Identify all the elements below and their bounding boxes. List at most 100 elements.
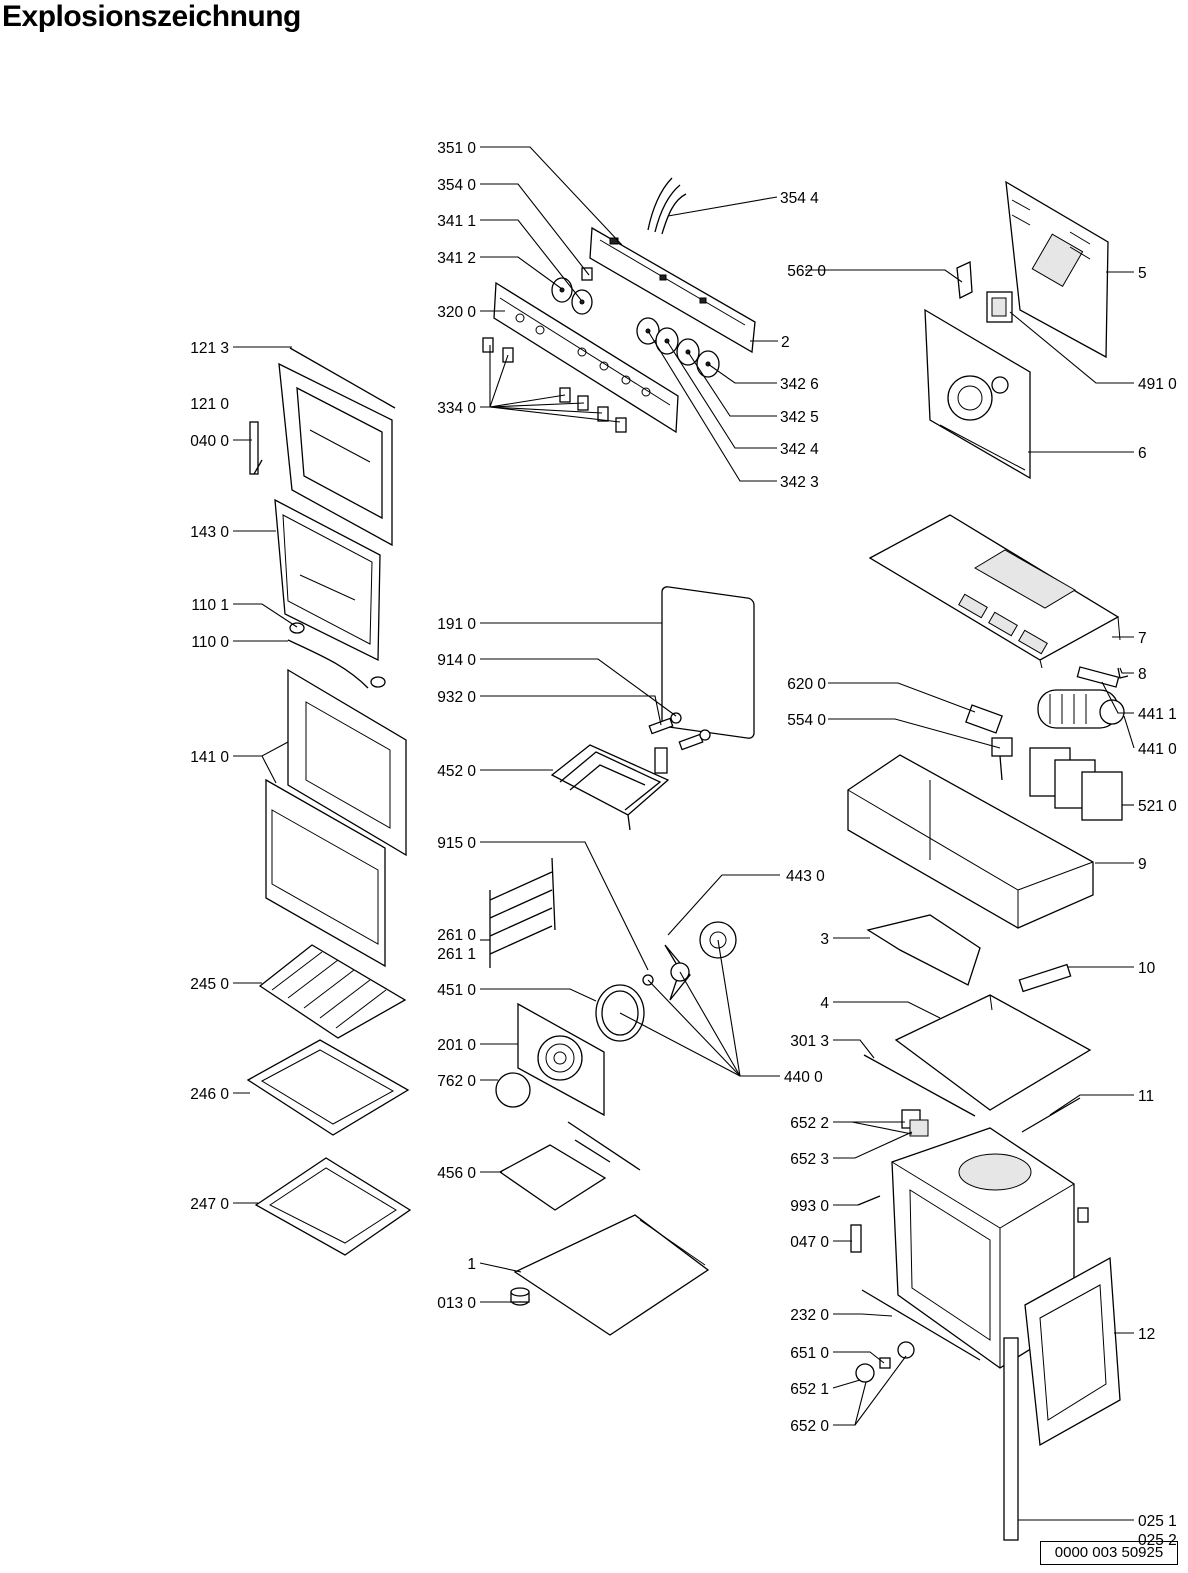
callout-8: 8 <box>1138 666 1147 683</box>
callout-4910: 491 0 <box>1138 376 1177 393</box>
callout-3540: 354 0 <box>437 177 476 194</box>
callout-9320: 932 0 <box>437 689 476 706</box>
callout-4411: 441 1 <box>1138 706 1177 723</box>
part-lamp <box>901 1109 929 1137</box>
callout-6: 6 <box>1138 445 1147 462</box>
part-bracket <box>956 261 1013 323</box>
callout-2470: 247 0 <box>190 1196 229 1213</box>
part-lamp-cover <box>495 1072 531 1108</box>
part-hinge <box>249 421 263 475</box>
callout-6200: 620 0 <box>787 676 826 693</box>
part-springs <box>648 712 711 751</box>
part-screw <box>857 1195 881 1206</box>
callout-4400: 440 0 <box>784 1069 823 1086</box>
callout-0252: 025 2 <box>1138 1532 1177 1549</box>
callout-4520: 452 0 <box>437 763 476 780</box>
part-fan-cover <box>517 1002 605 1117</box>
parts-group <box>246 177 1129 1541</box>
callout-3510: 351 0 <box>437 140 476 157</box>
part-wire-harness <box>647 177 687 235</box>
part-side-strip <box>1003 1337 1019 1541</box>
part-trim <box>861 1289 981 1361</box>
part-tray-shallow <box>246 1039 410 1136</box>
callout-9150: 915 0 <box>437 835 476 852</box>
callout-3544: 354 4 <box>780 190 819 207</box>
callout-1100: 110 0 <box>191 634 229 651</box>
callout-3412: 341 2 <box>437 250 476 267</box>
callout-0251: 025 1 <box>1138 1513 1177 1530</box>
page-title: Explosionszeichnung <box>2 0 301 33</box>
callout-1410: 141 0 <box>190 749 229 766</box>
callout-3426: 342 6 <box>780 376 819 393</box>
document-number-box: 0000 003 50925 <box>1040 1541 1178 1565</box>
callout-3423: 342 3 <box>780 474 819 491</box>
part-rear-panel <box>1005 180 1109 359</box>
callout-2611: 261 1 <box>437 946 476 963</box>
part-bottom-element <box>498 1121 641 1211</box>
part-terminal-block <box>965 704 1013 781</box>
part-control-board <box>589 226 756 354</box>
part-cooling-fan <box>1037 666 1129 729</box>
part-switch-cluster <box>1029 747 1123 821</box>
callout-0400: 040 0 <box>190 433 229 450</box>
callout-6510: 651 0 <box>790 1345 829 1362</box>
callout-3424: 342 4 <box>780 441 819 458</box>
callout-6522: 652 2 <box>790 1115 829 1132</box>
callout-3200: 320 0 <box>437 304 476 321</box>
part-deflector <box>866 914 981 986</box>
part-plate <box>894 994 1092 1111</box>
callout-4560: 456 0 <box>437 1165 476 1182</box>
callout-3013: 301 3 <box>790 1033 829 1050</box>
callout-7620: 762 0 <box>437 1073 476 1090</box>
part-fascia-panel <box>493 281 679 434</box>
callout-1: 1 <box>467 1256 476 1273</box>
callout-9930: 993 0 <box>790 1198 829 1215</box>
callout-4430: 443 0 <box>786 868 825 885</box>
callout-10: 10 <box>1138 960 1156 977</box>
callout-labels: 351 0 354 0 354 4 341 1 341 2 320 0 2 34… <box>190 140 1177 1549</box>
part-clip <box>289 622 305 634</box>
callout-2010: 201 0 <box>437 1037 476 1054</box>
callout-5540: 554 0 <box>787 712 826 729</box>
part-tray-deep <box>254 1157 412 1256</box>
part-rail <box>863 1054 976 1117</box>
callout-5: 5 <box>1138 265 1147 282</box>
callout-6523: 652 3 <box>790 1151 829 1168</box>
callout-0130: 013 0 <box>437 1295 476 1312</box>
part-door-outer <box>278 362 393 547</box>
callout-1213: 121 3 <box>190 340 229 357</box>
callout-3: 3 <box>820 931 829 948</box>
callout-9: 9 <box>1138 856 1147 873</box>
callout-3411: 341 1 <box>437 213 476 230</box>
callout-1101: 110 1 <box>191 597 229 614</box>
callout-4: 4 <box>820 995 829 1012</box>
callout-6521: 652 1 <box>790 1381 829 1398</box>
callout-2: 2 <box>781 334 790 351</box>
callout-4510: 451 0 <box>437 982 476 999</box>
part-rail-2 <box>1021 1097 1081 1133</box>
part-grill-element <box>550 744 670 831</box>
part-grid-shelf <box>258 944 407 1039</box>
part-clip-rod <box>287 639 369 689</box>
part-ring-element <box>595 974 654 1042</box>
callout-7: 7 <box>1138 630 1147 647</box>
callout-1910: 191 0 <box>437 616 476 633</box>
leader-lines <box>233 146 1135 1521</box>
callout-5620: 562 0 <box>787 263 826 280</box>
callout-4410: 441 0 <box>1138 741 1177 758</box>
callout-1210: 121 0 <box>190 396 229 413</box>
part-inner-glass <box>274 498 381 662</box>
part-holder <box>850 1224 862 1253</box>
callout-2450: 245 0 <box>190 976 229 993</box>
part-front-frame <box>1024 1256 1121 1447</box>
part-top-cover <box>868 514 1121 669</box>
part-strip <box>1018 963 1072 993</box>
part-lamp-knob <box>855 1341 915 1383</box>
part-door-glass <box>265 668 407 968</box>
part-clip-2 <box>370 676 386 688</box>
part-side-rails <box>489 857 556 968</box>
part-housing <box>847 754 1094 929</box>
callout-12: 12 <box>1138 1326 1155 1343</box>
callout-6520: 652 0 <box>790 1418 829 1435</box>
